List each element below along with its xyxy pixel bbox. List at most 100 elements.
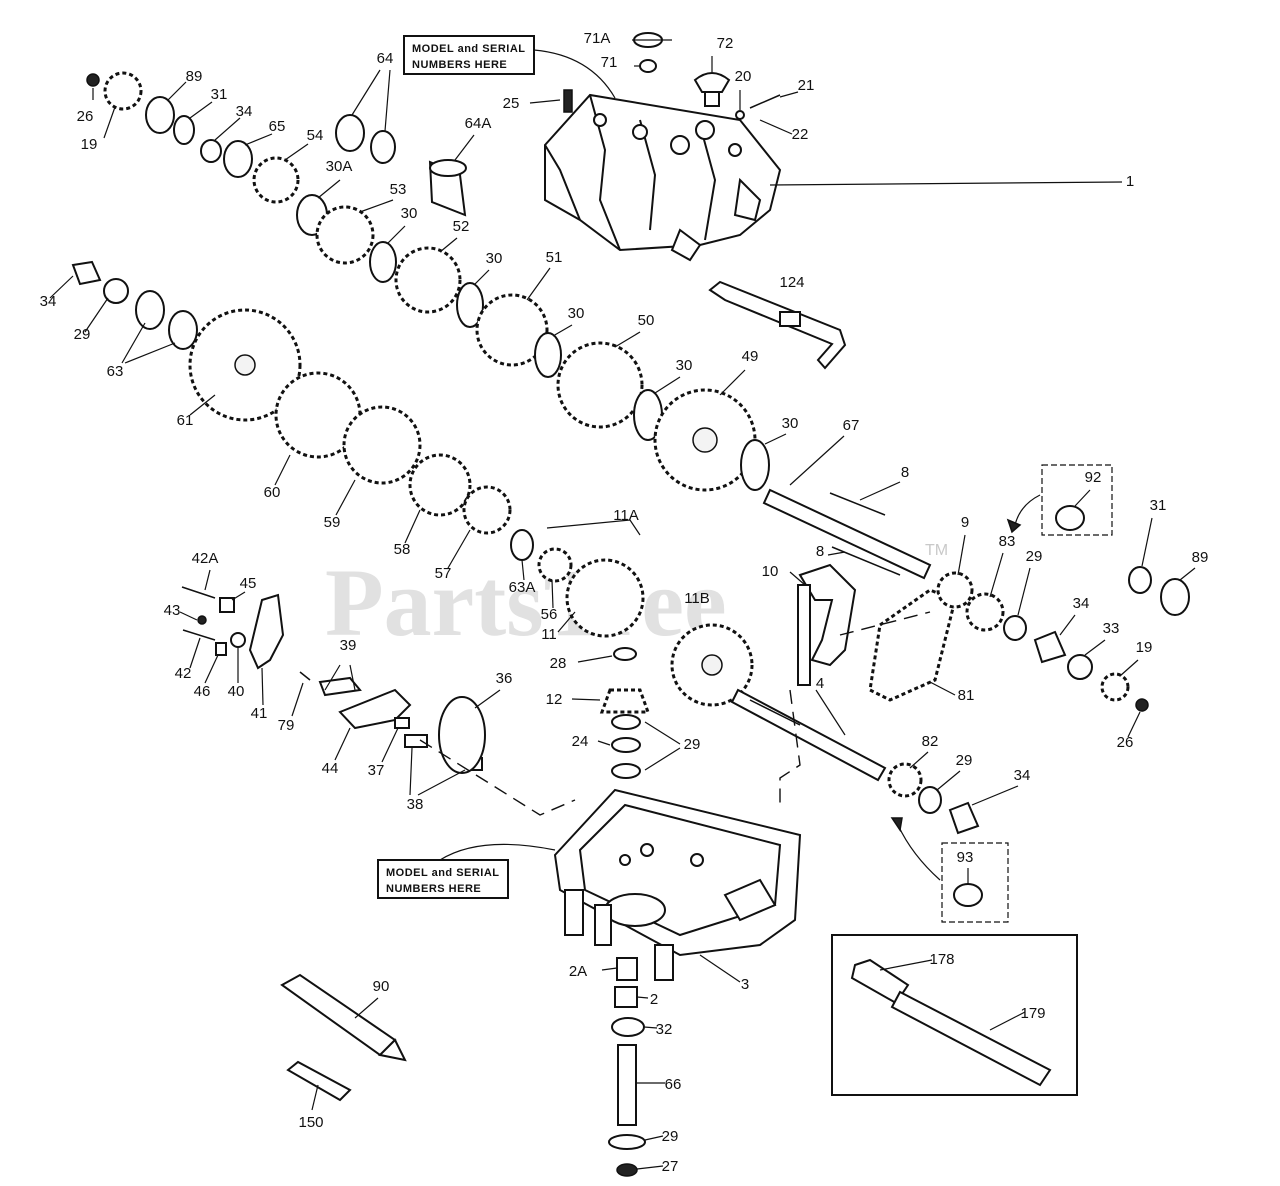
model-serial-note-bottom-line2: NUMBERS HERE [386,883,481,895]
bushing-34-top [200,139,222,163]
key-8-a [829,492,886,516]
shaft-67 [762,488,932,580]
callout-19: 19 [1136,639,1153,656]
callout-79: 79 [278,717,295,734]
detail-box-92 [1041,464,1113,536]
washer-28 [613,647,637,661]
callout-30: 30 [782,415,799,432]
callout-72: 72 [717,35,734,52]
callout-58: 58 [394,541,411,558]
callout-64a: 64A [465,115,492,132]
washer-29-right [1003,615,1027,641]
callout-2: 2 [650,991,658,1008]
watermark: PartsTree [325,549,727,656]
callout-89: 89 [1192,549,1209,566]
callout-66: 66 [665,1076,682,1093]
callout-4: 4 [816,675,824,692]
bushing-34-lower-right [948,801,980,835]
block-37 [394,717,410,729]
callout-67: 67 [843,417,860,434]
gear-59 [342,405,422,485]
callout-41: 41 [251,705,268,722]
washer-31-top [173,115,195,145]
callout-60: 60 [264,484,281,501]
callout-2a: 2A [569,963,587,980]
callout-63: 63 [107,363,124,380]
callout-71a: 71A [584,30,611,47]
callout-37: 37 [368,762,385,779]
model-serial-note-bottom [377,859,509,899]
ball-20 [735,110,745,120]
sprocket-19-right [1100,672,1130,702]
spring-79 [299,671,311,681]
model-serial-note-top-line1: MODEL and SERIAL [412,43,526,55]
bearing-64-b [370,130,396,164]
callout-63a: 63A [509,579,536,596]
callout-42: 42 [175,665,192,682]
washer-26-top [86,73,100,87]
bolt-42a [181,586,216,599]
model-serial-note-top-line2: NUMBERS HERE [412,59,507,71]
callout-25: 25 [503,95,520,112]
sprocket-19-top [103,71,143,111]
callout-42a: 42A [192,550,219,567]
bevel-gear-12 [599,688,651,714]
callout-54: 54 [307,127,324,144]
callout-65: 65 [269,118,286,135]
callout-34: 34 [236,103,253,120]
callout-11: 11 [541,626,557,643]
callout-43: 43 [164,602,181,619]
bracket-124 [708,280,847,370]
callout-9: 9 [961,514,969,531]
washer-24 [611,737,641,753]
callout-12: 12 [546,691,563,708]
callout-26: 26 [77,108,94,125]
shaft-179 [890,990,1052,1087]
callout-57: 57 [435,565,452,582]
callout-19: 19 [81,136,98,153]
nut-71 [639,59,657,73]
lower-housing [553,788,802,981]
callout-44: 44 [322,760,339,777]
washer-31-right [1128,566,1152,594]
upper-housing [544,93,782,262]
shaft-66 [617,1044,637,1126]
callout-31: 31 [211,86,228,103]
watermark-tm: TM [925,542,948,559]
spacer-30-5 [740,439,770,491]
callout-22: 22 [792,126,809,143]
callout-21: 21 [798,77,815,94]
callout-33: 33 [1103,620,1120,637]
callout-45: 45 [240,575,257,592]
bushing-2a [616,957,638,981]
bearing-63a [510,529,534,561]
gear-51 [475,293,549,367]
callout-71: 71 [601,54,618,71]
callout-3: 3 [741,976,749,993]
chain-81 [868,588,957,702]
callout-49: 49 [742,348,759,365]
key-8-b [831,546,901,576]
nut-43 [197,615,207,625]
callout-50: 50 [638,312,655,329]
washer-29-bottom [608,1134,646,1150]
nut-27 [616,1163,638,1177]
spacer-30-2 [456,282,484,328]
callout-83: 83 [999,533,1016,550]
callout-30: 30 [676,357,693,374]
shifter-fork-10 [798,563,857,667]
bearing-63-b [168,310,198,350]
sprocket-9 [936,571,974,609]
washer-26-right [1135,698,1149,712]
callout-39: 39 [340,637,357,654]
gear-58 [408,453,472,517]
callout-29: 29 [684,736,701,753]
callout-10: 10 [762,563,779,580]
callout-34: 34 [40,293,57,310]
callout-93: 93 [957,849,974,866]
callout-29: 29 [956,752,973,769]
washer-29-mid-b [611,763,641,779]
bearing-89-right [1160,578,1190,616]
washer-65 [223,140,253,178]
